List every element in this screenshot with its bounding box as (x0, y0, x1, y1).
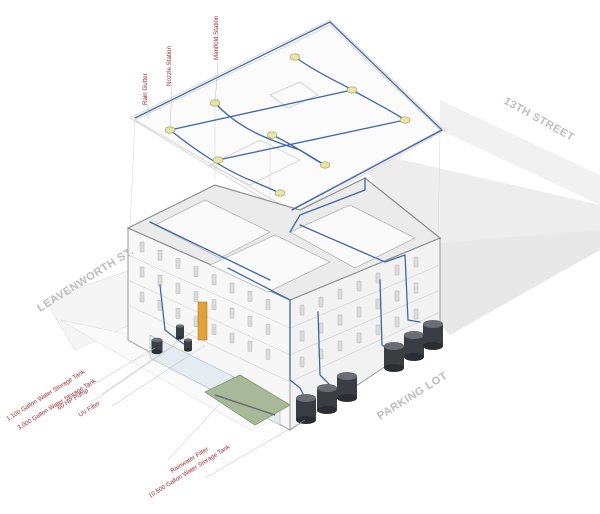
window (413, 256, 419, 268)
pipe-right-outer (384, 254, 421, 323)
window (193, 266, 199, 277)
window (247, 341, 253, 352)
window (394, 316, 400, 328)
window (394, 264, 400, 276)
window (356, 280, 362, 292)
roof-hatch (269, 81, 319, 109)
label-nozzle-station: Nozzle Station (166, 46, 173, 86)
window (265, 299, 271, 310)
window (299, 356, 305, 368)
window (247, 291, 253, 302)
storage-tank (176, 324, 184, 340)
courtyard-left (154, 199, 271, 259)
window (139, 291, 145, 303)
window (175, 258, 181, 269)
building (126, 177, 442, 431)
nozzle-stations (164, 53, 411, 197)
storage-tank (337, 372, 357, 402)
parking-lot-floor (415, 230, 600, 335)
window (413, 308, 419, 320)
nozzle-station-marker (212, 156, 224, 164)
window (157, 249, 163, 261)
label-tank-10500: 10,500 Gallon Water Storage Tank (147, 443, 232, 500)
label-uv-filter: UV Filter (77, 400, 101, 419)
window (394, 290, 400, 302)
pump (197, 301, 208, 341)
window (356, 332, 362, 344)
window (193, 291, 199, 302)
window (265, 324, 271, 335)
pipe-network (134, 21, 443, 399)
pipe-left-wing (149, 221, 271, 281)
roof-top-face (134, 24, 441, 211)
window (139, 266, 145, 278)
window (247, 316, 253, 327)
window (229, 307, 235, 319)
window (229, 282, 235, 294)
label-manifold-station: Manifold Station (213, 15, 220, 60)
window (211, 324, 217, 335)
pipe-facade-drop-2 (317, 311, 331, 386)
window (265, 349, 271, 360)
label-rain-gutter: Rain Gutter (142, 73, 149, 105)
roof-line-d (217, 119, 406, 161)
roof-plane (128, 19, 446, 216)
roof-gutter-back-left (134, 21, 331, 119)
roof-line-c (169, 89, 353, 131)
window (318, 322, 324, 334)
courtyard-center (209, 234, 331, 293)
windows-left (139, 241, 271, 360)
window (299, 330, 305, 342)
storage-tank (404, 331, 424, 361)
window (139, 241, 145, 253)
window (175, 283, 181, 294)
window (157, 275, 163, 286)
roof-core (209, 139, 301, 186)
windows-right (299, 256, 419, 368)
floor-lines (127, 254, 441, 383)
nozzle-station-marker (319, 161, 331, 169)
window (413, 282, 419, 294)
roof-downpipe (289, 177, 366, 233)
leader-lines (74, 61, 306, 479)
window (375, 272, 381, 284)
nozzle-station-marker (399, 116, 411, 124)
thirteenth-street-block (440, 100, 600, 205)
window (375, 324, 381, 336)
storage-tanks (151, 320, 443, 424)
roof-gutter-front-right (291, 129, 443, 211)
window (356, 306, 362, 318)
window (299, 304, 305, 316)
parking-lot-block (360, 150, 600, 300)
nozzle-station-marker (346, 86, 358, 94)
storage-tank (317, 384, 337, 414)
window (211, 299, 217, 310)
pipe-facade-drop-1 (289, 319, 306, 399)
storage-tank (184, 338, 192, 352)
nozzle-station-marker (289, 53, 301, 61)
nozzle-station-marker (274, 189, 286, 197)
storage-tank (423, 320, 443, 350)
window (193, 316, 199, 327)
window (318, 296, 324, 308)
window (337, 340, 343, 352)
window (337, 314, 343, 326)
window (211, 274, 217, 285)
label-parking-lot: PARKING LOT (375, 370, 450, 423)
pipe-center-wing (227, 267, 291, 321)
storage-tank (384, 342, 404, 372)
roof-gutter-back-right (329, 21, 443, 131)
courtyard-right (289, 204, 416, 269)
storage-tank (296, 394, 316, 424)
nozzle-station-marker (266, 131, 278, 139)
window (337, 288, 343, 300)
storage-tank (151, 337, 163, 355)
window (375, 298, 381, 310)
window (229, 332, 235, 344)
window (175, 308, 181, 319)
pipe-right-wing (299, 224, 386, 263)
